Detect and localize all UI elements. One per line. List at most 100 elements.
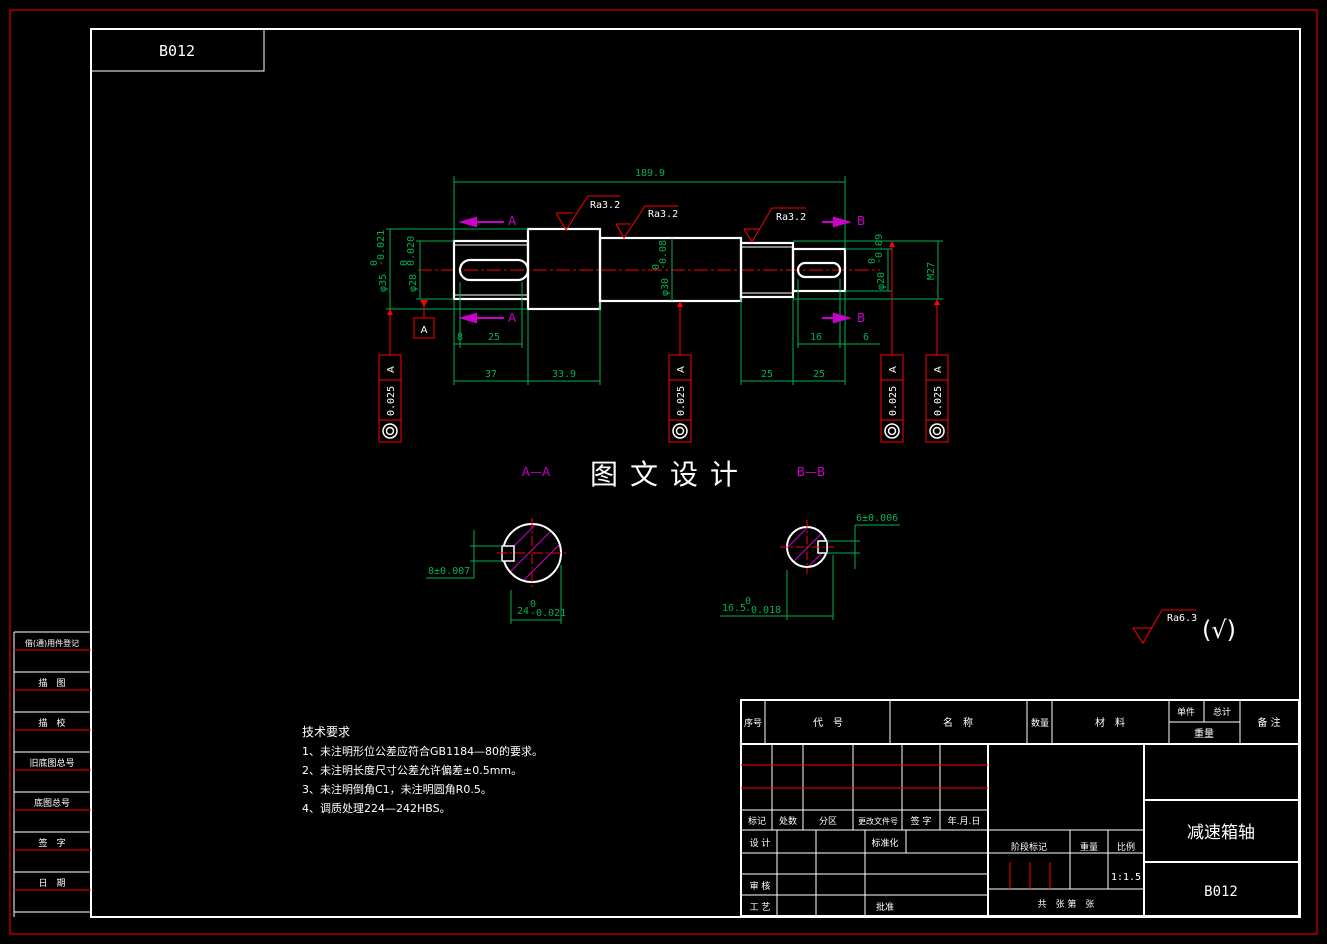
tolerance-frame-box (378, 354, 402, 443)
tb-part-name: 减速箱轴 (1187, 823, 1255, 843)
code-box: B012 (90, 28, 265, 72)
dim-l339: 33.9 (552, 369, 576, 380)
left-strip-label: 描 图 (38, 677, 65, 689)
code-box-text: B012 (159, 42, 195, 60)
hdr-remark: 备 注 (1257, 716, 1280, 729)
runout-icon (672, 423, 688, 439)
tech-title: 技术要求 (302, 725, 350, 739)
tolerance-frame-box (880, 354, 904, 443)
hdr-code: 代 号 (813, 717, 843, 729)
hdr-unit: 单件 (1177, 706, 1195, 718)
tb-std: 标准化 (871, 837, 898, 849)
dim-d1-lower: 0 (369, 260, 380, 266)
left-strip-label: 日 期 (38, 878, 65, 889)
left-strip-label: 借(通)用件登记 (25, 638, 79, 648)
dim-r25a: 25 (761, 369, 773, 380)
roughness-1: Ra3.2 (590, 200, 620, 211)
dim-a-depth: 24 (517, 606, 529, 617)
tb-code: B012 (1204, 884, 1238, 900)
roughness-symbols (555, 195, 1196, 644)
dim-d1-tol: -0.021 (376, 230, 387, 266)
dimension-texts: 189.9 8 25 37 33.9 25 25 16 6 φ35 -0.021… (369, 168, 937, 380)
tolerance-value: 0.025 (386, 386, 397, 416)
title-block (740, 699, 1300, 917)
tolerance-datum: A (888, 366, 899, 373)
tb-approve: 批准 (876, 901, 894, 913)
runout-icon (884, 423, 900, 439)
tb-date: 年.月.日 (948, 815, 981, 827)
title-block-texts: 序号 代 号 名 称 数量 材 料 单件 总计 重量 备 注 标记 处数 分区 … (744, 706, 1281, 913)
section-bb-view: 6±0.006 16.5 -0.018 0 (720, 513, 900, 620)
dim-b-depth: 16.5 (722, 603, 746, 614)
tb-count: 处数 (779, 815, 797, 827)
dim-ls37: 37 (485, 369, 497, 380)
tech-requirements: 技术要求 1、未注明形位公差应符合GB1184—80的要求。 2、未注明长度尺寸… (302, 725, 543, 815)
tolerance-frame: 0.025 A (378, 309, 402, 443)
tech-item-4: 4、调质处理224—242HBS。 (302, 802, 451, 815)
tb-weight: 重量 (1080, 841, 1098, 853)
tolerance-arrow (677, 301, 683, 307)
dim-rs16: 16 (810, 332, 822, 343)
shaft-hidden-lines (454, 244, 793, 296)
tb-doc: 更改文件号 (858, 816, 898, 826)
tb-review: 审 核 (750, 880, 771, 892)
dim-d3-lower: 0 (651, 264, 662, 270)
tolerance-arrow (934, 299, 940, 305)
left-strip-label: 底图总号 (34, 797, 70, 809)
cut-a-top: A (508, 214, 517, 228)
section-aa-view: 8±0.007 24 -0.021 0 (426, 518, 567, 624)
dim-d3: φ30 (660, 278, 671, 296)
shaft-body (452, 227, 847, 311)
dim-overall: 189.9 (635, 168, 665, 179)
tolerance-value: 0.025 (888, 386, 899, 416)
dim-rs6: 6 (863, 332, 869, 343)
datum-box: A (413, 300, 435, 339)
roughness-3: Ra3.2 (776, 212, 806, 223)
runout-icon (382, 423, 398, 439)
tolerance-frame: 0.025 A (880, 241, 904, 443)
hdr-total: 总计 (1213, 706, 1231, 718)
dim-d2: φ28 (408, 274, 419, 292)
runout-icon-inner (385, 426, 395, 436)
dim-d3-tol: -0.08 (658, 240, 669, 270)
dim-ls8: 8 (457, 332, 463, 343)
hdr-seq: 序号 (744, 717, 762, 729)
tolerance-frame: 0.025 A (925, 299, 949, 443)
outer-border (9, 9, 1318, 935)
dim-d4-tol: -0.09 (874, 234, 885, 264)
dim-d4: φ20 (876, 272, 887, 290)
tb-scale-label: 比例 (1117, 841, 1135, 853)
tolerance-datum: A (933, 366, 944, 373)
dim-b-key: 6±0.006 (856, 513, 898, 524)
tb-zone: 分区 (819, 816, 837, 827)
left-strip-label: 签 字 (38, 837, 65, 849)
tolerance-datum: A (676, 366, 687, 373)
runout-icon-inner (887, 426, 897, 436)
dim-a-depth-zero: 0 (530, 599, 536, 610)
tb-process: 工 艺 (750, 902, 771, 913)
dim-m27: M27 (926, 262, 937, 280)
section-label-bb: B—B (797, 465, 825, 479)
tb-scale: 1:1.5 (1111, 872, 1141, 883)
runout-icon-inner (675, 426, 685, 436)
tb-mark: 标记 (748, 815, 766, 827)
dim-ls25: 25 (488, 332, 500, 343)
dim-b-depth-zero: 0 (745, 596, 751, 607)
tolerance-arrow (387, 309, 393, 315)
general-roughness: Ra6.3 (1167, 613, 1197, 624)
tb-design: 设 计 (750, 837, 771, 849)
tolerance-datum: A (386, 366, 397, 373)
tb-sign: 签 字 (911, 815, 932, 827)
dim-d2-tol: 0.020 (406, 236, 417, 266)
dim-d4-lower: 0 (867, 258, 878, 264)
cut-a-bottom: A (508, 311, 517, 325)
general-roughness-symbol: (√) (1202, 616, 1236, 644)
hdr-name: 名 称 (943, 716, 973, 729)
dim-d2-lower: 0 (399, 260, 410, 266)
cut-b-top: B (857, 214, 865, 228)
tolerance-value: 0.025 (933, 386, 944, 416)
